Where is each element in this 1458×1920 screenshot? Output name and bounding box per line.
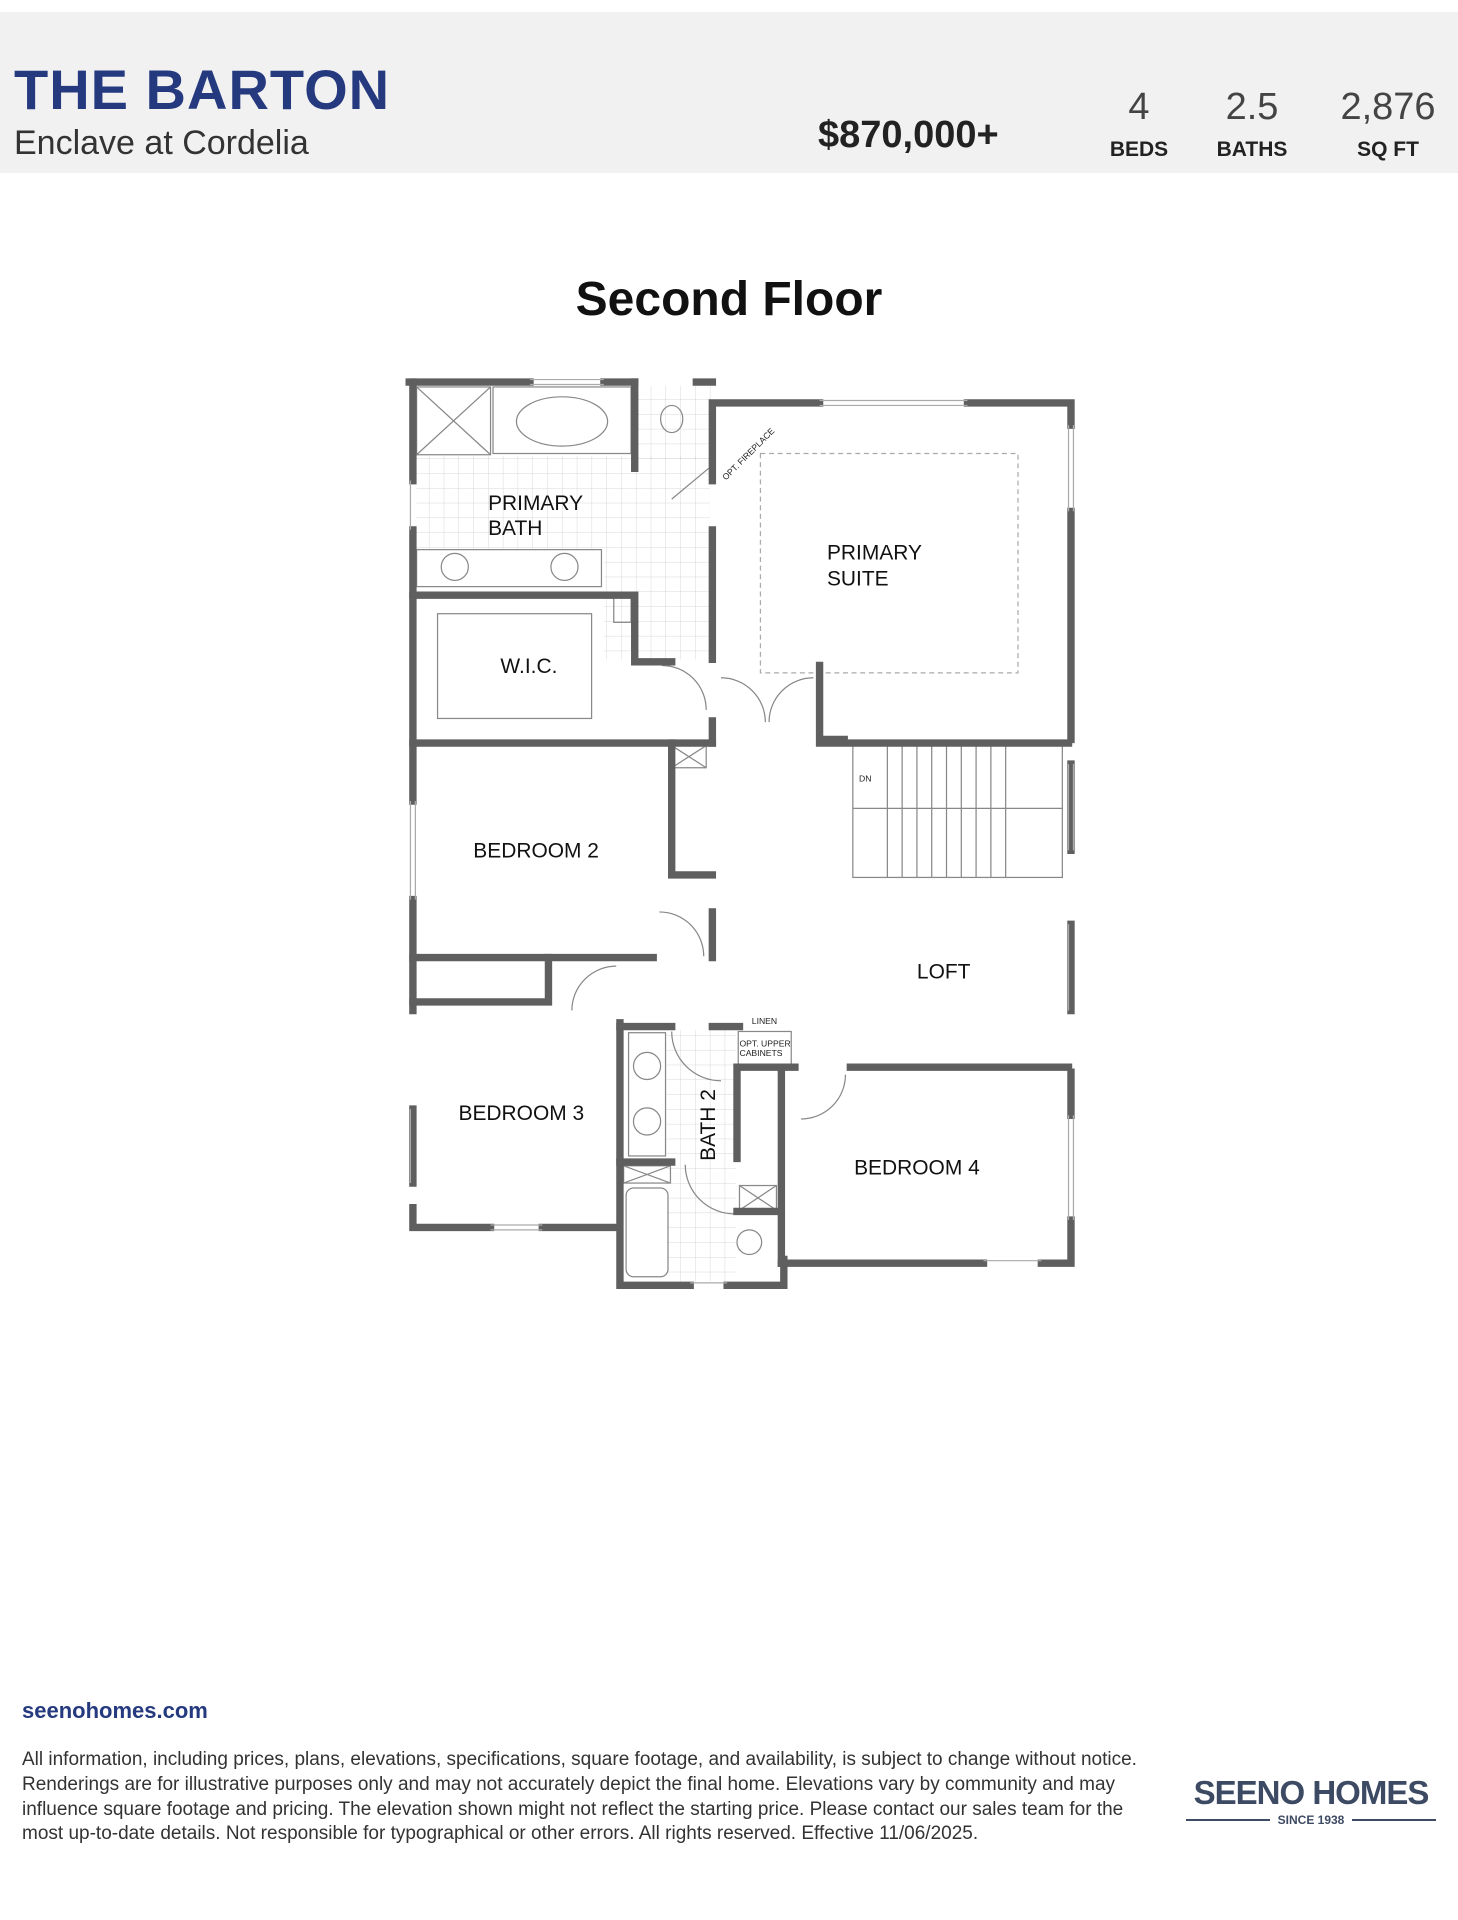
windows xyxy=(409,378,1075,1284)
label-bedroom-2: BEDROOM 2 xyxy=(473,840,599,863)
logo-since-text: SINCE 1938 xyxy=(1277,1813,1345,1827)
stat-label: SQ FT xyxy=(1357,137,1419,161)
note-fireplace: OPT. FIREPLACE xyxy=(720,426,776,482)
disclaimer: All information, including prices, plans… xyxy=(22,1749,1137,1845)
label-bedroom-3: BEDROOM 3 xyxy=(458,1102,584,1125)
note-cabinets: CABINETS xyxy=(739,1048,782,1058)
divider xyxy=(1352,1819,1437,1821)
stat-sqft: 2,876 SQ FT xyxy=(1313,86,1458,162)
room-labels: PRIMARY BATH PRIMARY SUITE W.I.C. BEDROO… xyxy=(458,426,980,1180)
label-primary-bath: BATH xyxy=(488,517,542,540)
note-down: DN xyxy=(859,773,871,783)
label-primary-suite: PRIMARY xyxy=(827,541,922,564)
seeno-homes-logo: SEENO HOMES SINCE 1938 xyxy=(1186,1774,1437,1827)
stat-label: BATHS xyxy=(1216,137,1288,161)
divider xyxy=(1186,1819,1270,1821)
stat-value: 2,876 xyxy=(1340,86,1436,128)
note-cabinets: OPT. UPPER xyxy=(739,1038,790,1048)
stat-value: 2.5 xyxy=(1225,86,1279,128)
plan-name: THE BARTON xyxy=(14,58,391,121)
label-loft: LOFT xyxy=(917,960,971,983)
note-linen: LINEN xyxy=(752,1016,777,1026)
website-link[interactable]: seenohomes.com xyxy=(22,1698,208,1723)
label-bedroom-4: BEDROOM 4 xyxy=(854,1156,980,1179)
walls xyxy=(405,378,1075,1290)
label-wic: W.I.C. xyxy=(500,655,557,678)
community-name: Enclave at Cordelia xyxy=(14,124,309,162)
header-bar: THE BARTON Enclave at Cordelia $870,000+… xyxy=(0,12,1458,173)
tile-floors xyxy=(416,385,736,1282)
label-primary-suite: SUITE xyxy=(827,567,889,590)
logo-name: SEENO HOMES xyxy=(1193,1774,1430,1811)
logo-since: SINCE 1938 xyxy=(1186,1813,1437,1827)
price: $870,000+ xyxy=(818,114,999,156)
floor-title: Second Floor xyxy=(575,273,883,326)
label-bath-2: BATH 2 xyxy=(697,1089,720,1161)
stat-beds: 4 BEDS xyxy=(1064,86,1214,162)
stat-value: 4 xyxy=(1128,86,1150,128)
stairs xyxy=(852,744,1063,879)
stat-baths: 2.5 BATHS xyxy=(1177,86,1327,162)
stat-label: BEDS xyxy=(1109,137,1169,161)
label-primary-bath: PRIMARY xyxy=(488,492,583,515)
